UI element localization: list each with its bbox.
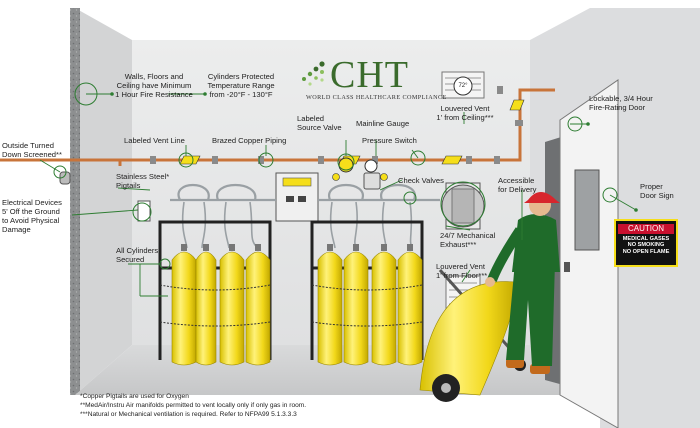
door-window (574, 169, 600, 251)
door-panel (559, 79, 619, 428)
check-valves (332, 173, 388, 181)
cylinder-group-left (171, 251, 271, 366)
label-louvered-vent-ceiling: Louvered Vent 1' from Ceiling*** (436, 104, 494, 122)
label-walls-fire: Walls, Floors and Ceiling have Minimum 1… (115, 72, 193, 99)
ceiling-vent-readout: 72° (458, 83, 468, 89)
label-brazed-copper: Brazed Copper Piping (212, 136, 287, 145)
cylinder-valves (181, 244, 413, 251)
label-outside-turned-down: Outside Turned Down Screened** (2, 141, 62, 159)
left-wall-edge (70, 8, 80, 395)
header-pipes (170, 183, 440, 202)
copper-piping (0, 88, 555, 166)
label-pressure-switch: Pressure Switch (362, 136, 417, 145)
delivery-worker (485, 192, 560, 374)
label-louvered-vent-floor: Louvered Vent 1' from Floor*** (436, 262, 488, 280)
label-check-valves: Check Valves (398, 176, 444, 185)
logo-name: CHT (330, 54, 409, 96)
logo-leaf-icon (302, 61, 325, 86)
caution-sign-body: MEDICAL GASES NO SMOKING NO OPEN FLAME (622, 236, 670, 255)
restraint-chains (159, 284, 423, 327)
label-cylinder-temp: Cylinders Protected Temperature Range fr… (207, 72, 275, 99)
footnote-copper: *Copper Pigtails are used for Oxygen (80, 393, 189, 400)
label-accessible-delivery: Accessible for Delivery (498, 176, 537, 194)
footnote-medair: **MedAir/Instru Air manifolds permitted … (80, 402, 307, 409)
left-wall (75, 8, 132, 395)
label-electrical-devices: Electrical Devices 5' Off the Ground to … (2, 198, 62, 234)
label-mech-exhaust: 24/7 Mechanical Exhaust*** (440, 231, 496, 249)
callout-dots (110, 92, 638, 212)
doorway (545, 79, 619, 428)
caution-sign-header: CAUTION (618, 224, 674, 234)
label-stainless-pigtails: Stainless Steel* Pigtails (116, 172, 170, 190)
cylinder-group-right (317, 251, 423, 366)
label-door-sign: Proper Door Sign (640, 182, 674, 200)
logo-tagline: WORLD CLASS HEALTHCARE COMPLIANCE (306, 94, 447, 101)
label-mainline-gauge: Mainline Gauge (356, 119, 410, 128)
label-source-valve: Labeled Source Valve (297, 114, 342, 132)
footnote-ventilation: ***Natural or Mechanical ventilation is … (80, 411, 297, 418)
pipe-fittings (150, 86, 523, 164)
manifold-cabinet (275, 172, 319, 222)
label-labeled-vent-line: Labeled Vent Line (124, 136, 185, 145)
cylinders (171, 251, 423, 366)
mechanical-exhaust-fan (441, 182, 485, 230)
callout-circles (53, 82, 618, 270)
callout-lines (39, 93, 637, 297)
door-handle (564, 262, 570, 272)
louvered-vent-ceiling (441, 71, 485, 99)
mainline-gauge (364, 159, 378, 173)
pressure-switch (363, 172, 381, 190)
label-cylinders-secured: All Cylinders Secured (116, 246, 159, 264)
label-lockable-door: Lockable, 3/4 Hour Fire-Rating Door (589, 94, 653, 112)
